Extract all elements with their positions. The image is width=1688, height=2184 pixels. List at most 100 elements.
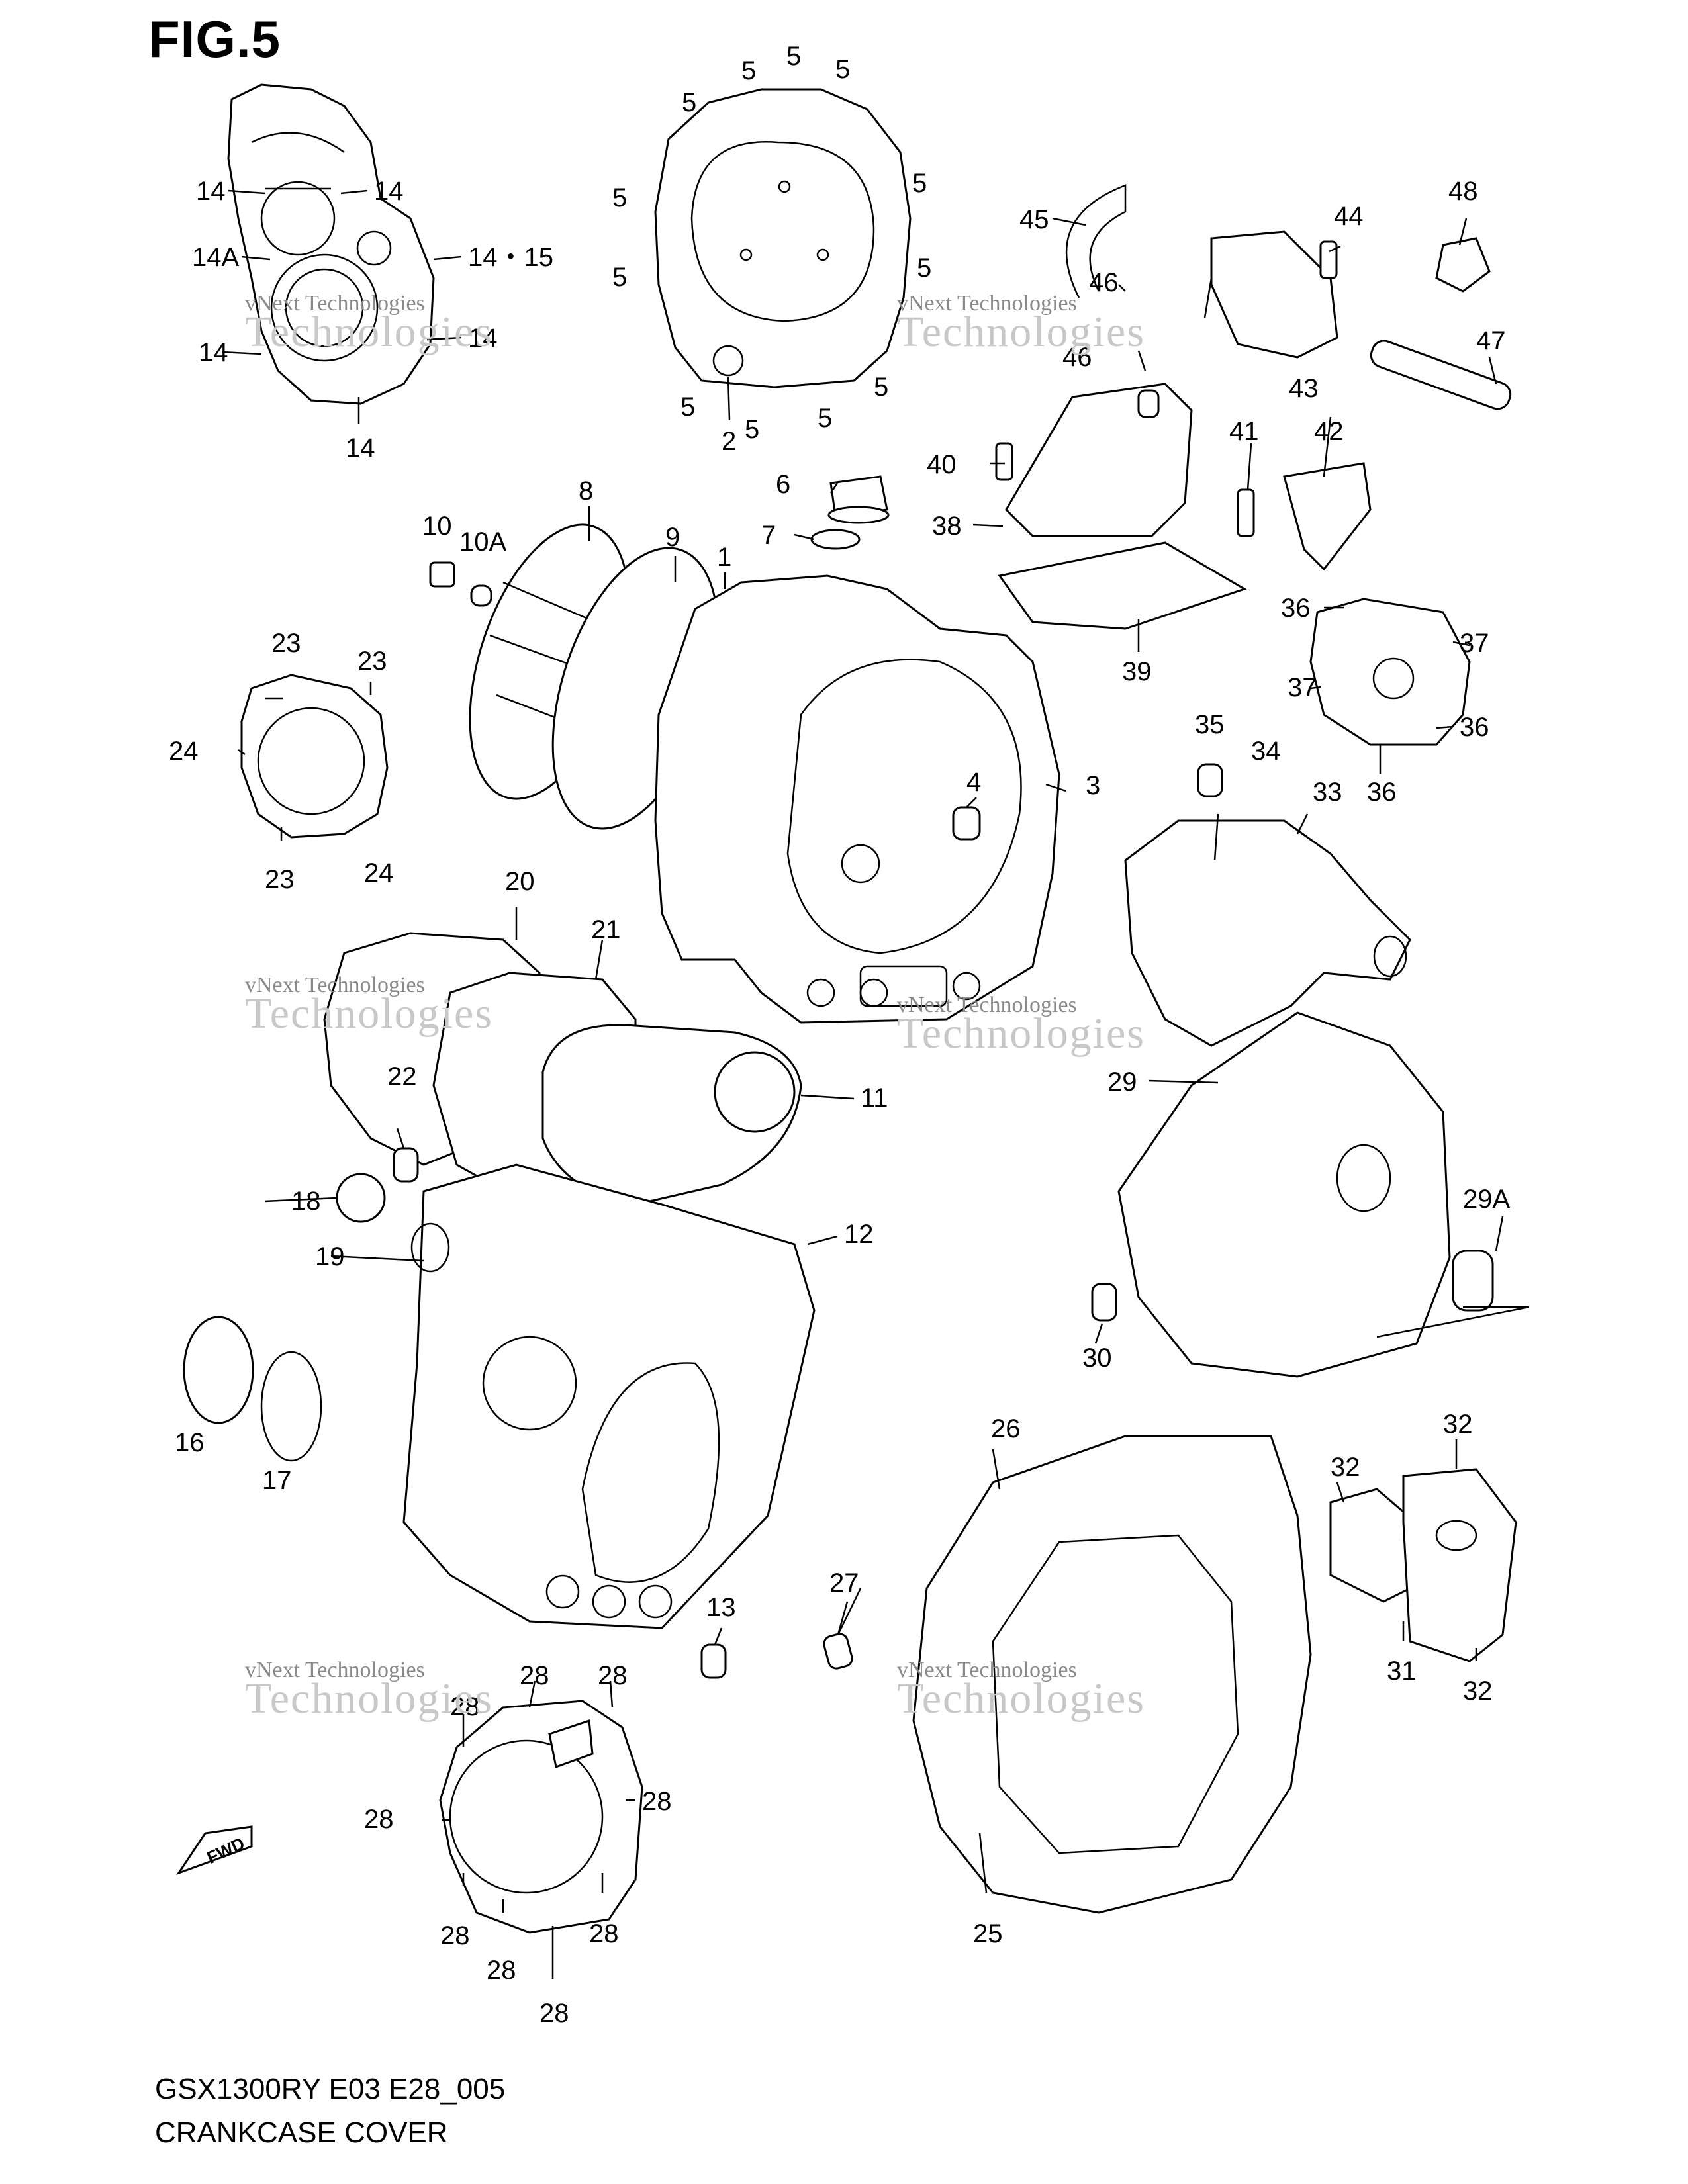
callout-c5l: 5 — [874, 373, 888, 402]
callout-c44: 44 — [1334, 202, 1364, 231]
callout-c28i: 28 — [539, 1999, 569, 2028]
round-cover-28 — [439, 1700, 643, 1934]
callout-c43: 43 — [1289, 374, 1319, 403]
watermark: vNext Technologies Technologies — [897, 1658, 1145, 1723]
callout-c31: 31 — [1387, 1657, 1417, 1686]
callout-c18: 18 — [291, 1187, 321, 1216]
callout-c32a: 32 — [1443, 1410, 1473, 1439]
leader-lines — [221, 189, 1530, 1979]
callout-c42: 42 — [1314, 417, 1344, 446]
watermark: vNext Technologies Technologies — [245, 973, 493, 1038]
small-cover-23 — [240, 674, 389, 839]
callout-c28h: 28 — [487, 1956, 516, 1985]
callout-c27: 27 — [829, 1569, 859, 1598]
callout-c28c: 28 — [450, 1692, 480, 1721]
breather-assembly — [995, 184, 1512, 630]
callout-c23a: 23 — [271, 629, 301, 658]
callout-c38: 38 — [932, 512, 962, 541]
clutch-cover — [654, 88, 912, 388]
crankcase-cover-main — [654, 574, 1060, 1024]
callout-c19: 19 — [315, 1242, 345, 1271]
callout-c39: 39 — [1122, 657, 1152, 686]
callout-c36c: 36 — [1367, 778, 1397, 807]
seal-rings — [183, 1173, 450, 1462]
callout-c37a: 37 — [1460, 629, 1489, 658]
callout-c5c: 5 — [835, 55, 850, 84]
callout-c12: 12 — [844, 1220, 874, 1249]
callout-c48: 48 — [1448, 177, 1478, 206]
callout-c11: 11 — [861, 1083, 888, 1113]
callout-c35: 35 — [1195, 710, 1225, 739]
callout-c33: 33 — [1313, 778, 1342, 807]
callout-c7: 7 — [761, 521, 776, 550]
watermark: vNext Technologies Technologies — [245, 1658, 493, 1723]
callout-c14c: 14A — [192, 243, 239, 272]
bolt-10 — [429, 561, 492, 607]
footer-model-code: GSX1300RY E03 E28_005 — [155, 2073, 506, 2105]
callout-c24b: 24 — [364, 858, 394, 887]
generator-cover — [227, 83, 435, 405]
callout-c14b: 14 — [374, 177, 404, 206]
callout-c26: 26 — [991, 1414, 1021, 1443]
callout-c5e: 5 — [612, 183, 627, 212]
callout-c5d: 5 — [682, 88, 696, 117]
callout-c4: 4 — [966, 768, 981, 797]
callout-c36a: 36 — [1281, 594, 1311, 623]
cover-29 — [1091, 1011, 1494, 1378]
callout-c14g: 14 — [346, 433, 375, 463]
callout-c28g: 28 — [589, 1919, 619, 1948]
callout-c5a: 5 — [741, 56, 756, 85]
footer-figure-name: CRANKCASE COVER — [155, 2116, 448, 2149]
callout-c24a: 24 — [169, 737, 199, 766]
callout-c14f: 14 — [468, 324, 498, 353]
dowels — [393, 806, 1517, 1679]
callout-c1: 1 — [717, 543, 731, 572]
watermark: vNext Technologies Technologies — [897, 993, 1145, 1058]
callout-c23c: 23 — [265, 865, 295, 894]
callout-c46b: 46 — [1062, 343, 1092, 372]
callout-c45: 45 — [1019, 205, 1049, 234]
callout-c14d: 14・15 — [468, 243, 553, 272]
callout-c28d: 28 — [364, 1805, 394, 1834]
callout-c41: 41 — [1229, 417, 1259, 446]
callout-c34: 34 — [1251, 737, 1281, 766]
callout-c5h: 5 — [917, 253, 931, 283]
callout-c16: 16 — [175, 1428, 205, 1457]
callout-c14e: 14 — [199, 338, 228, 367]
callout-c5i: 5 — [680, 392, 695, 422]
callout-c17: 17 — [262, 1466, 292, 1495]
callout-c13: 13 — [706, 1593, 736, 1622]
watermark: vNext Technologies Technologies — [897, 291, 1145, 356]
callout-c32b: 32 — [1331, 1453, 1360, 1482]
callout-c14a: 14 — [196, 177, 226, 206]
callout-c5g: 5 — [612, 263, 627, 292]
fwd-arrow: FWD — [176, 1825, 253, 1875]
callout-c3: 3 — [1086, 771, 1100, 800]
callout-c2: 2 — [722, 427, 736, 456]
callout-c6: 6 — [776, 470, 790, 499]
callout-c29: 29 — [1107, 1068, 1137, 1097]
callout-c29a: 29A — [1463, 1185, 1510, 1214]
callout-c47: 47 — [1476, 326, 1506, 355]
callout-c20: 20 — [505, 867, 535, 896]
callout-c46a: 46 — [1089, 268, 1119, 297]
callout-c25: 25 — [973, 1919, 1003, 1948]
callout-c5f: 5 — [912, 169, 927, 198]
callout-c28b: 28 — [598, 1661, 628, 1690]
callout-c21: 21 — [591, 915, 621, 944]
callout-c9: 9 — [665, 523, 680, 552]
cover-36 — [1309, 598, 1471, 746]
pump-33 — [1124, 763, 1411, 1047]
callout-c36b: 36 — [1460, 713, 1489, 742]
callout-c10a: 10A — [459, 527, 506, 557]
callout-c40: 40 — [927, 450, 957, 479]
callout-c5j: 5 — [745, 415, 759, 444]
callout-c5k: 5 — [818, 404, 832, 433]
large-cover-25 — [912, 1435, 1312, 1914]
callout-c30: 30 — [1082, 1343, 1112, 1373]
pump-cover-stack — [323, 932, 816, 1629]
callout-c28a: 28 — [520, 1661, 549, 1690]
callout-c5b: 5 — [786, 42, 801, 71]
figure-title: FIG.5 — [148, 10, 281, 68]
